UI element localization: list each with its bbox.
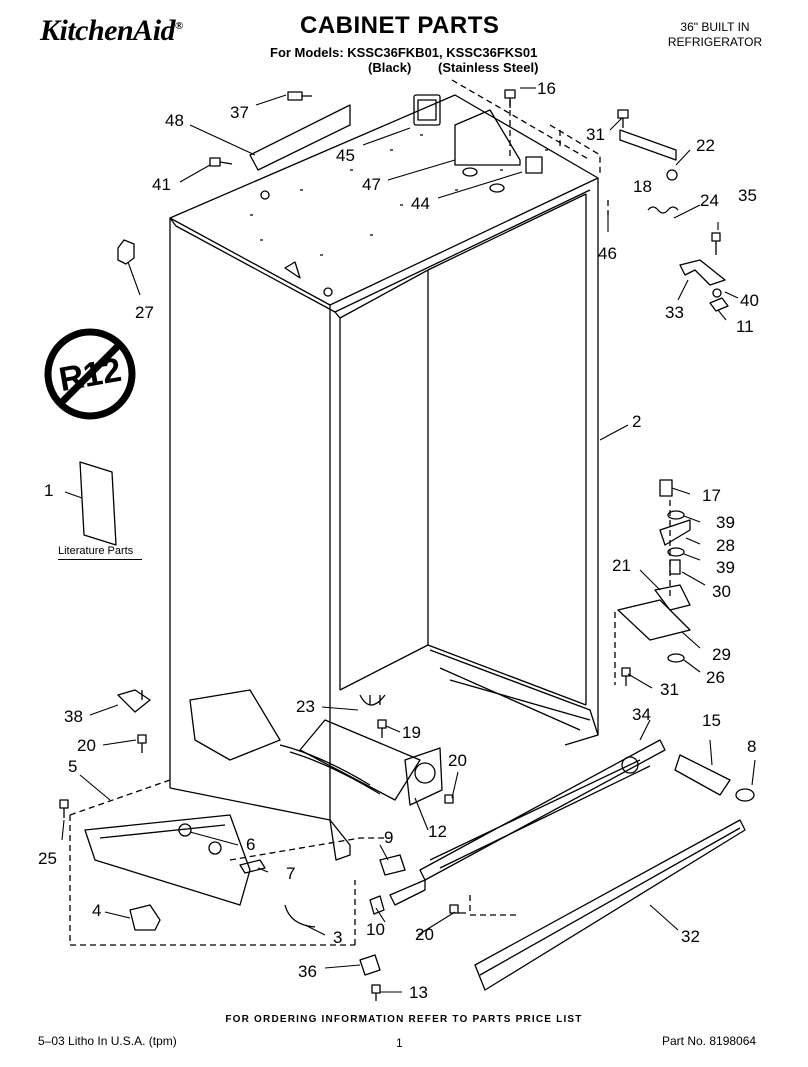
brand-name: KitchenAid (40, 14, 176, 47)
callout-31: 31 (586, 125, 605, 144)
litho-info: 5–03 Litho In U.S.A. (tpm) (38, 1034, 177, 1048)
variant-stainless: (Stainless Steel) (438, 60, 539, 75)
ordering-info: FOR ORDERING INFORMATION REFER TO PARTS … (225, 1014, 583, 1025)
callout-12: 12 (428, 822, 447, 841)
callout-20b: 20 (448, 751, 467, 770)
leader-lines (61, 87, 756, 993)
callout-1: 1 (44, 481, 54, 500)
callout-10: 10 (366, 920, 385, 939)
product-line-2: REFRIGERATOR (667, 35, 763, 49)
callout-15: 15 (702, 711, 721, 730)
callout-7: 7 (286, 864, 296, 883)
callout-29: 29 (712, 645, 731, 664)
callout-40: 40 (740, 291, 759, 310)
callout-41: 41 (152, 175, 171, 194)
callout-46: 46 (598, 244, 617, 263)
callout-17: 17 (702, 486, 721, 505)
callout-39b: 39 (716, 558, 735, 577)
callout-5: 5 (68, 757, 78, 776)
callout-20c: 20 (415, 925, 434, 944)
literature-parts-label: Literature Parts (58, 545, 134, 557)
callout-22: 22 (696, 136, 715, 155)
callout-45: 45 (336, 146, 355, 165)
callout-33: 33 (665, 303, 684, 322)
callout-28: 28 (716, 536, 735, 555)
callout-38: 38 (64, 707, 83, 726)
callout-2: 2 (632, 412, 642, 431)
small-parts (59, 89, 755, 1001)
page-title: CABINET PARTS (300, 12, 500, 39)
callout-39a: 39 (716, 513, 735, 532)
product-type: 36" BUILT IN REFRIGERATOR (660, 20, 770, 50)
callout-20a: 20 (77, 736, 96, 755)
callout-47: 47 (362, 175, 381, 194)
callout-26: 26 (706, 668, 725, 687)
guide-lines (69, 79, 671, 946)
callout-13: 13 (409, 983, 428, 1002)
callout-44: 44 (411, 194, 430, 213)
callout-37: 37 (230, 103, 249, 122)
callout-34: 34 (632, 705, 651, 724)
registered-mark: ® (175, 20, 183, 32)
callout-9: 9 (384, 828, 394, 847)
callout-11: 11 (736, 317, 754, 336)
callout-18: 18 (633, 177, 652, 196)
brand-logo: KitchenAid® (40, 14, 183, 48)
callout-21: 21 (612, 556, 631, 575)
callout-23: 23 (296, 697, 315, 716)
callout-4: 4 (92, 901, 102, 920)
no-r12-badge: R12 (44, 328, 136, 420)
variant-black: (Black) (368, 60, 412, 75)
callout-24: 24 (700, 191, 719, 210)
callout-27: 27 (135, 303, 154, 322)
page-number: 1 (396, 1036, 403, 1050)
part-number: Part No. 8198064 (662, 1034, 757, 1048)
product-line-1: 36" BUILT IN (680, 20, 750, 34)
literature-underline (58, 559, 142, 560)
callout-25: 25 (38, 849, 57, 868)
callout-19: 19 (402, 723, 421, 742)
callout-32: 32 (681, 927, 700, 946)
callout-3: 3 (333, 928, 343, 947)
cabinet-body (169, 94, 599, 861)
callout-31b: 31 (660, 680, 679, 699)
callout-36: 36 (298, 962, 317, 981)
callout-30: 30 (712, 582, 731, 601)
callout-6: 6 (246, 835, 256, 854)
callout-35: 35 (738, 186, 757, 205)
callout-8: 8 (747, 737, 757, 756)
callout-48: 48 (165, 111, 184, 130)
models-line: For Models: KSSC36FKB01, KSSC36FKS01 (270, 45, 538, 60)
callout-16: 16 (537, 79, 556, 98)
